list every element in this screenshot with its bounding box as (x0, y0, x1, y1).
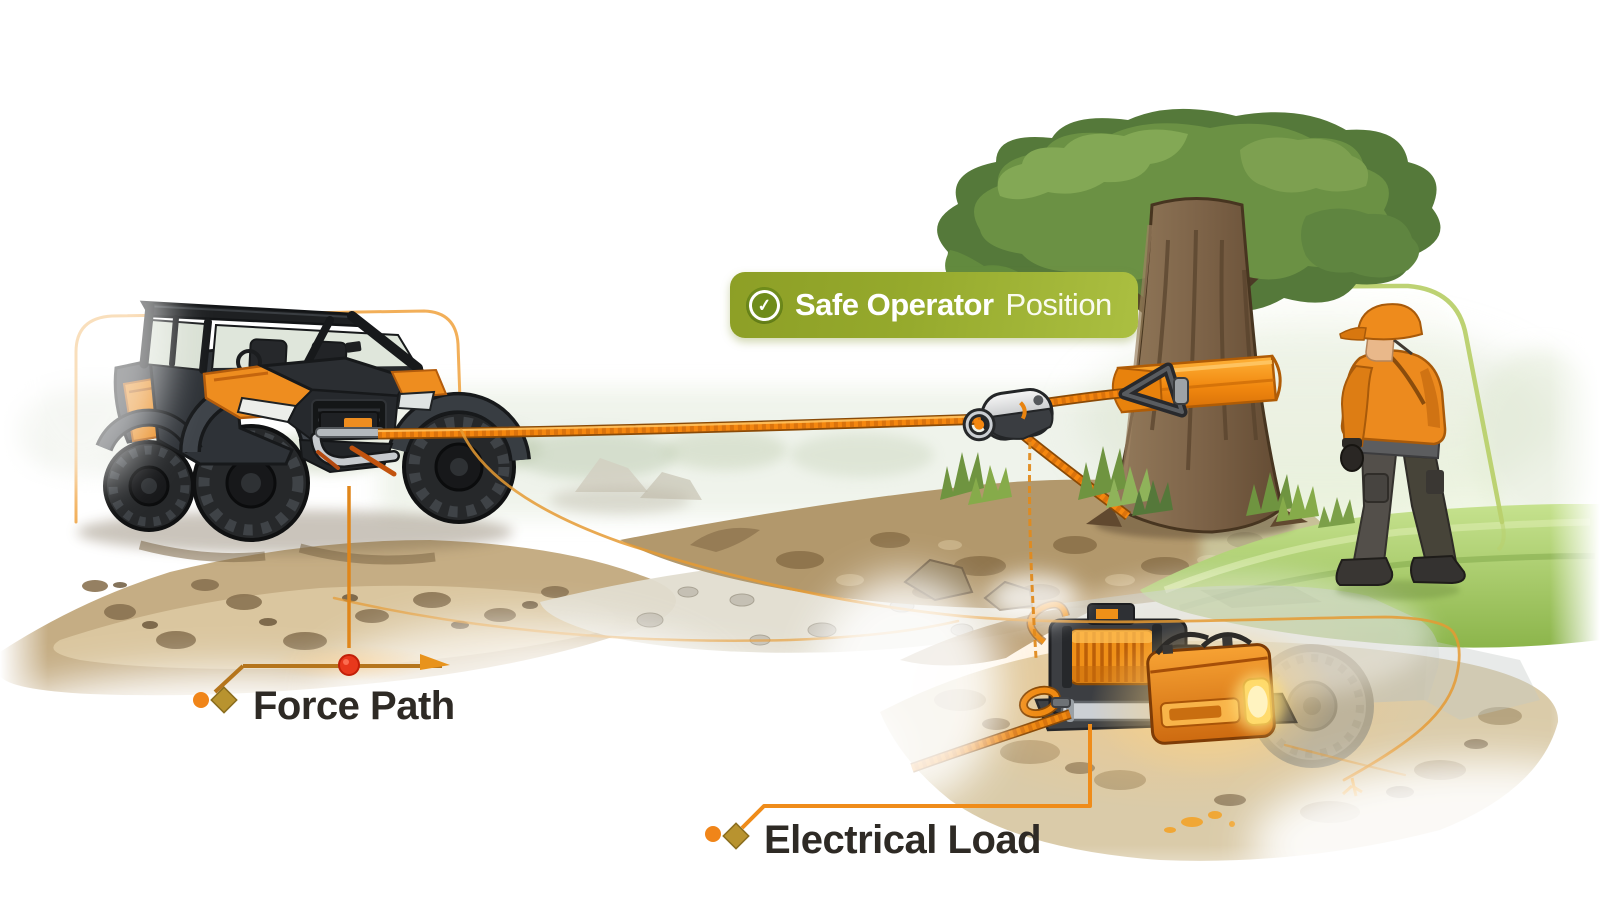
safe-operator-banner: ✓ Safe Operator Position (730, 272, 1138, 338)
front-winch-mount (310, 411, 400, 477)
banner-title-light: Position (1005, 287, 1113, 322)
force-path-arrowhead (420, 654, 450, 670)
vehicle-wheels (103, 410, 516, 542)
electrical-load-diamond-marker (722, 822, 750, 850)
banner-title-bold: Safe Operator (795, 287, 994, 322)
pulley-to-winch-connector (1027, 441, 1038, 659)
electrical-load-dot-marker (705, 826, 721, 842)
winch-hook (1018, 685, 1071, 719)
force-path-callout (193, 486, 450, 714)
operator-figure (1335, 303, 1466, 600)
force-path-node (338, 654, 360, 676)
safe-zone-outline (1203, 283, 1505, 525)
snatch-block-pulley (962, 387, 1054, 442)
check-circle-icon: ✓ (746, 286, 783, 324)
strap-delta-ring (1118, 362, 1189, 418)
force-path-dot-marker (193, 692, 209, 708)
battery-box (1090, 619, 1335, 781)
force-path-label: Force Path (253, 684, 455, 728)
electrical-load-line (740, 724, 1092, 830)
electrical-load-callout (705, 724, 1092, 850)
force-path-diamond-marker (210, 686, 238, 714)
grass-tufts (940, 446, 1355, 528)
electrical-load-label: Electrical Load (764, 818, 1042, 862)
